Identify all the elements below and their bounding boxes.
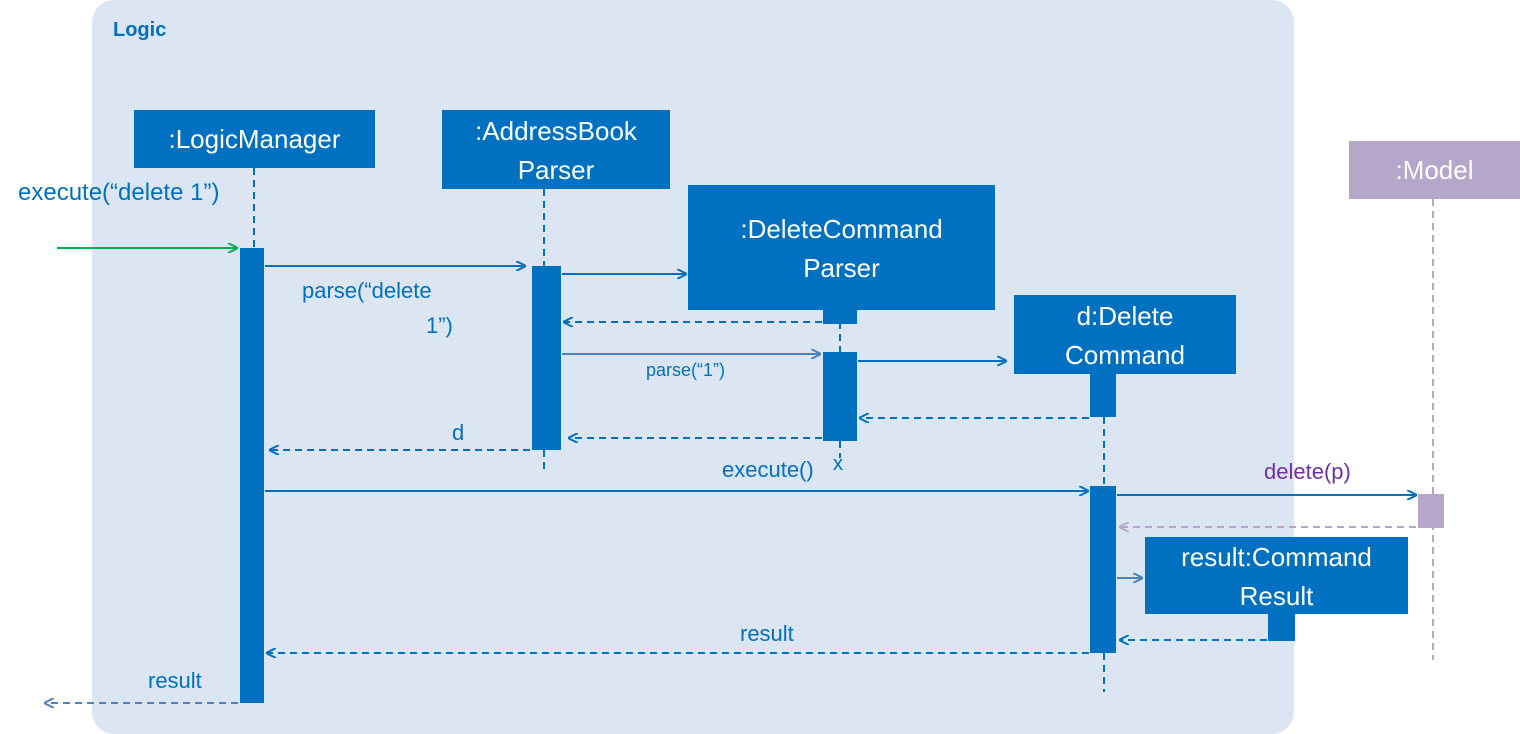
parser-label-line1: :AddressBook [475, 116, 638, 146]
parser-activation [532, 266, 561, 450]
parser-box [442, 110, 670, 189]
command-result-activation [1268, 612, 1295, 641]
execute-message-label: execute() [722, 457, 814, 482]
delete-command-label-line2: Command [1065, 340, 1185, 370]
parse-one-message-label: parse(“1”) [646, 360, 725, 380]
model-label: :Model [1395, 155, 1473, 185]
logic-frame-label: Logic [113, 19, 166, 41]
parse-message-label-line2: 1”) [426, 313, 453, 338]
logic-frame [92, 0, 1294, 734]
parse-message-label-line1: parse(“delete [302, 278, 432, 303]
delete-parser-box [688, 185, 995, 310]
delete-parser-constructor-activation [823, 308, 857, 324]
delete-parser-label-line2: Parser [803, 253, 880, 283]
delete-command-box [1014, 295, 1236, 374]
logic-manager-box [134, 110, 375, 168]
return-d-label: d [452, 420, 464, 445]
delete-parser-label-line1: :DeleteCommand [740, 214, 942, 244]
command-result-label-line2: Result [1240, 581, 1314, 611]
delete-message-label: delete(p) [1264, 459, 1351, 484]
model-box [1349, 141, 1520, 199]
command-result-box [1145, 537, 1408, 614]
logic-manager-label: :LogicManager [169, 124, 341, 154]
delete-command-label-line1: d:Delete [1077, 301, 1174, 331]
destroy-mark: x [833, 453, 843, 475]
parser-label-line2: Parser [518, 155, 595, 185]
return-result-label: result [740, 621, 794, 646]
delete-parser-activation [823, 352, 857, 441]
command-result-label-line1: result:Command [1181, 542, 1372, 572]
final-result-label: result [148, 668, 202, 693]
entry-message-label: execute(“delete 1”) [18, 179, 219, 206]
model-activation [1418, 494, 1444, 528]
logic-manager-activation [240, 248, 264, 703]
delete-command-activation [1090, 486, 1116, 653]
delete-command-constructor-activation [1090, 372, 1116, 417]
